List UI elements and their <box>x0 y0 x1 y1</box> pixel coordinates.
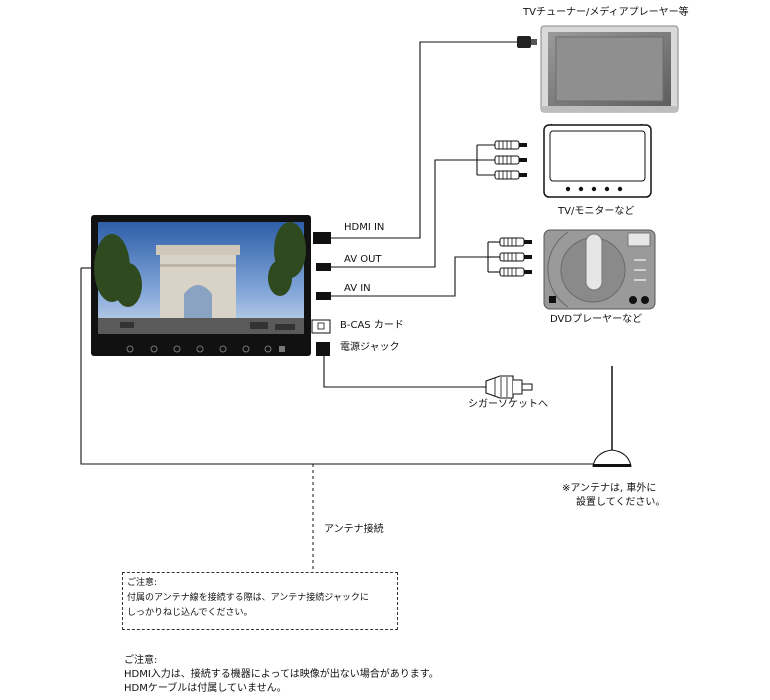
rca-plugs-av-out-icon <box>494 140 527 180</box>
hdmi-plug-source-icon <box>517 36 531 48</box>
hdmi-in-label: HDMI IN <box>344 222 385 233</box>
antenna-note-line2: 設置してください。 <box>576 497 666 508</box>
arch-image <box>156 245 240 320</box>
notice-line1: 付属のアンテナ線を接続する際は、アンテナ接続ジャックに <box>127 593 369 603</box>
tv-monitor-device <box>543 123 652 198</box>
antenna-note-line1: ※アンテナは, 車外に <box>562 483 657 494</box>
antenna-icon <box>592 366 632 467</box>
power-plug-icon <box>316 342 330 356</box>
bottom-notice-line2: HDMケーブルは付属していません。 <box>124 683 287 694</box>
dvd-player-label: DVDプレーヤーなど <box>550 314 643 325</box>
cigar-plug-icon <box>485 375 533 399</box>
bcas-card-label: B-CAS カード <box>340 320 404 331</box>
cables <box>80 41 604 465</box>
av-out-label: AV OUT <box>344 254 382 265</box>
cigar-socket-label: シガーソケットへ <box>468 399 548 410</box>
av-in-label: AV IN <box>344 283 371 294</box>
bottom-notice-title: ご注意: <box>124 655 158 666</box>
av-in-plug-icon <box>316 292 331 300</box>
tv-monitor-label: TV/モニターなど <box>558 206 635 217</box>
hdmi-notice: ご注意: HDMI入力は、接続する機器によっては映像が出ない場合があります。 H… <box>124 654 439 696</box>
antenna-connection-label: アンテナ接続 <box>324 524 384 535</box>
hdmi-plug-icon <box>313 232 331 244</box>
antenna-notice-box: ご注意: 付属のアンテナ線を接続する際は、アンテナ接続ジャックに しっかりねじ込… <box>122 572 398 630</box>
tv-tuner-device <box>540 25 679 113</box>
source-device-label: TVチューナー/メディアプレーヤー等 <box>523 7 689 18</box>
notice-title: ご注意: <box>127 578 158 588</box>
dvd-player-device <box>543 229 656 310</box>
monitor-plugs <box>311 232 331 356</box>
rca-plugs-av-in-icon <box>499 237 532 277</box>
power-jack-label: 電源ジャック <box>340 342 400 353</box>
av-out-plug-icon <box>316 263 331 271</box>
bottom-notice-line1: HDMI入力は、接続する機器によっては映像が出ない場合があります。 <box>124 669 439 680</box>
monitor-buttons <box>126 345 272 353</box>
notice-line2: しっかりねじ込んでください。 <box>127 608 253 618</box>
bcas-card-icon <box>311 319 331 334</box>
main-monitor <box>91 215 311 356</box>
